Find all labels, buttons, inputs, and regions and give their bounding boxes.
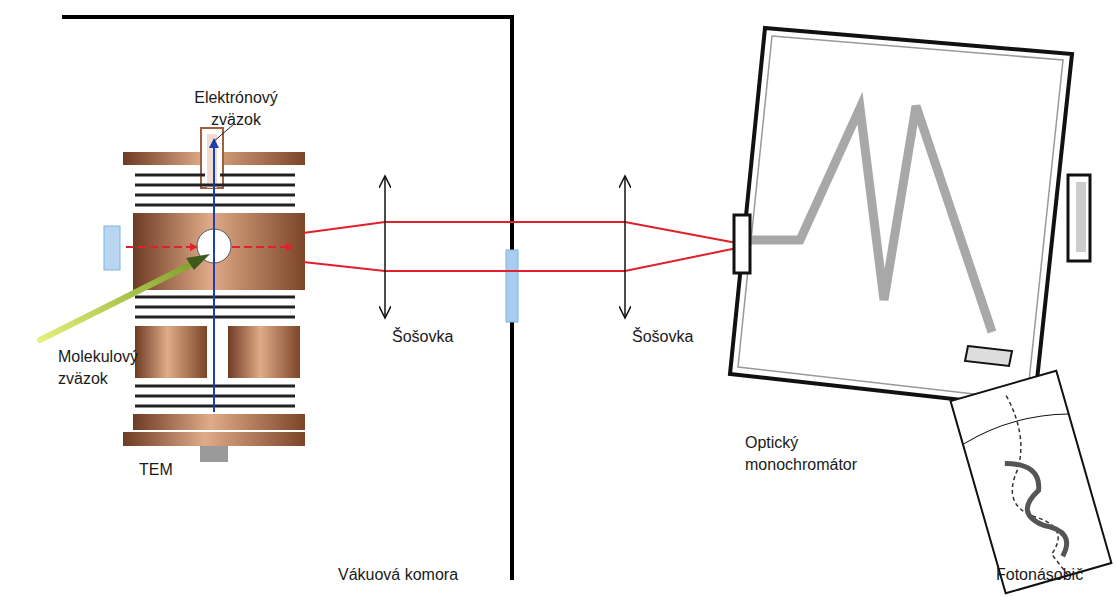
device-label: Fotonásobič [996,564,1106,586]
device-label: Optický monochromátor [745,432,870,476]
chamber-label: Vákuová komora [338,564,498,586]
tem-apparatus [40,124,305,462]
device-label: TEM [139,459,199,481]
photomultiplier [951,371,1112,594]
lens-label: Šošovka [392,326,482,348]
beam-label: Elektrónový zväzok [186,87,286,131]
beam-label: Molekulový zväzok [58,346,158,390]
lens-symbol [385,176,625,318]
monochromator [730,28,1090,408]
lens-label: Šošovka [632,326,722,348]
